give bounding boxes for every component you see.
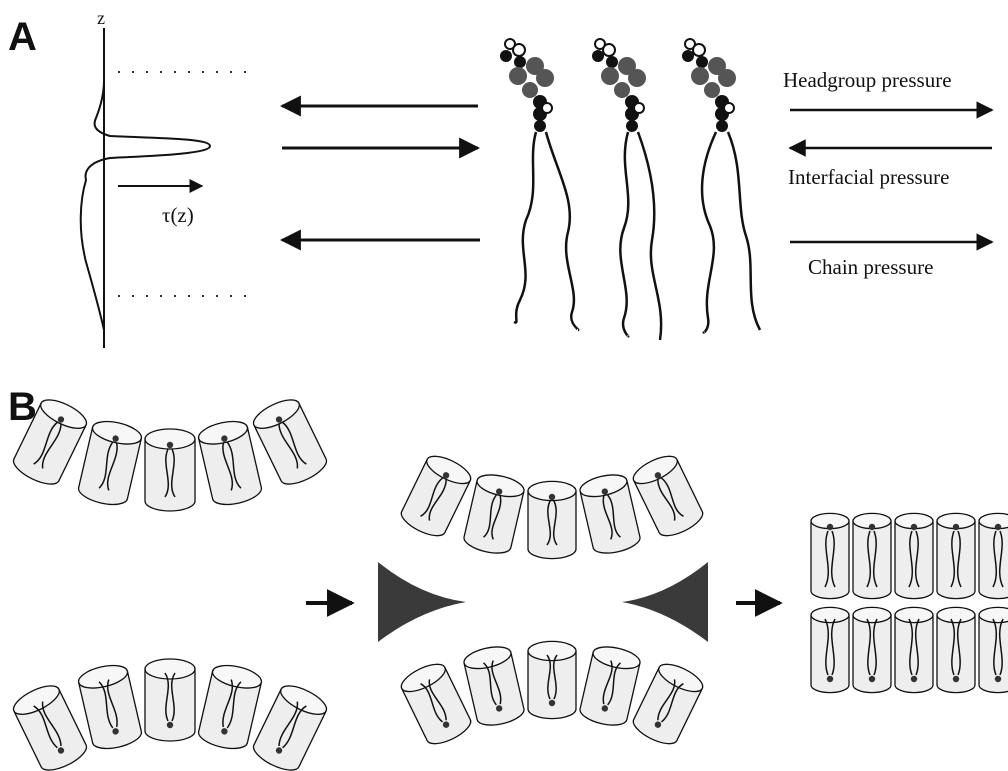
approaching-monolayer-top [398, 451, 707, 559]
interfacial-pressure-label: Interfacial pressure [788, 165, 950, 189]
right-wedge [622, 562, 708, 642]
approaching-monolayer-bottom [398, 641, 707, 749]
lipid-cylinder [398, 451, 475, 541]
left-wedge [378, 562, 466, 642]
lipid-molecule-2 [592, 39, 661, 340]
lipid-headgroup [682, 39, 736, 132]
lipid-cylinder [462, 643, 526, 729]
lipid-cylinder [895, 513, 933, 598]
lipid-cylinder [250, 680, 331, 771]
curved-monolayer-bottom [10, 659, 331, 771]
lipid-cylinder [979, 513, 1008, 598]
lipid-cylinder [937, 513, 975, 598]
headgroup-pressure-label: Headgroup pressure [783, 68, 952, 92]
z-axis-label: z [97, 8, 105, 28]
lipid-cylinder [853, 513, 891, 598]
panel-a-label: A [8, 15, 37, 59]
lipid-cylinder [630, 659, 707, 749]
lipid-headgroup [592, 39, 646, 132]
lipid-cylinder [811, 607, 849, 692]
curved-monolayer-top [10, 394, 331, 511]
lipid-cylinder [76, 417, 143, 508]
lipid-cylinder [250, 394, 331, 490]
lipid-cylinder [76, 661, 143, 752]
headgroup-pressure: Headgroup pressure [783, 68, 992, 110]
lipid-molecule-1 [500, 39, 578, 330]
lipid-cylinder [145, 429, 195, 511]
lipid-molecule-3 [682, 39, 760, 332]
lipid-headgroup [500, 39, 554, 132]
lipid-cylinder [630, 451, 707, 541]
lipid-cylinder [528, 481, 576, 558]
lipid-cylinder [853, 607, 891, 692]
lipid-cylinder [578, 471, 642, 557]
lipid-cylinder [979, 607, 1008, 692]
lipid-cylinder [528, 641, 576, 718]
lipid-cylinder [811, 513, 849, 598]
flat-monolayer-bottom [811, 607, 1008, 692]
chain-pressure-label: Chain pressure [808, 255, 933, 279]
interfacial-pressure: Interfacial pressure [788, 148, 992, 189]
z-axis: z [97, 8, 105, 348]
lipid-cylinder [937, 607, 975, 692]
lipid-cylinder [895, 607, 933, 692]
lipid-cylinder [196, 661, 263, 752]
lipid-cylinder [145, 659, 195, 741]
chain-pressure: Chain pressure [790, 242, 992, 279]
lipid-cylinder [10, 680, 91, 771]
lipid-cylinder [398, 659, 475, 749]
lipid-cylinder [462, 471, 526, 557]
lipid-cylinder [578, 643, 642, 729]
flat-monolayer-top [811, 513, 1008, 598]
tau-label: τ(z) [162, 203, 194, 227]
lipid-cylinder [196, 417, 263, 508]
